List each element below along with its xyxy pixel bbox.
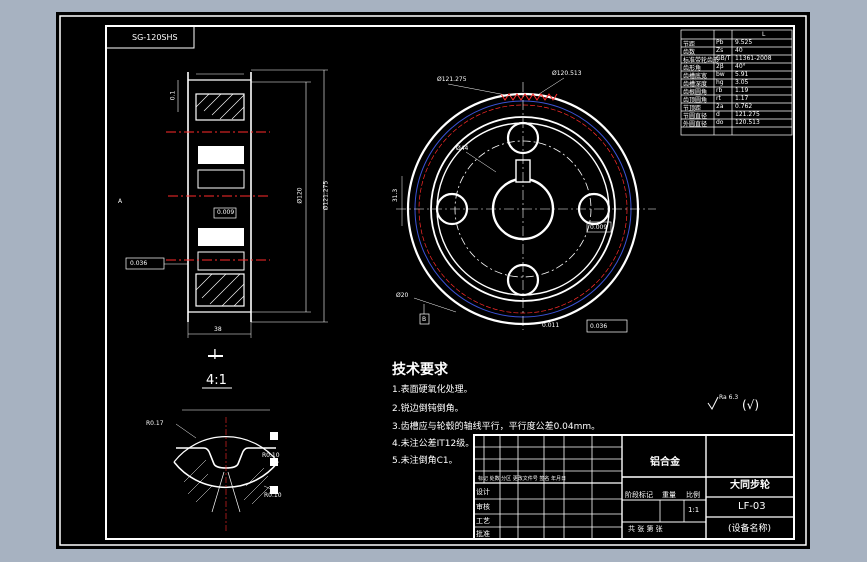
param-cell: 1.19 <box>735 87 749 94</box>
param-cell: 齿槽底宽 <box>683 73 708 80</box>
param-header: L <box>762 31 766 38</box>
datum-b-box: B <box>422 316 427 323</box>
sheets-label: 共 张 第 张 <box>628 525 663 533</box>
title-block-grid <box>473 434 795 540</box>
tech-requirement-item: 2.锐边倒钝倒角。 <box>392 404 464 414</box>
title-row-review: 审核 <box>476 503 490 511</box>
title-row-approve: 批准 <box>476 530 490 538</box>
drawing-number-box: SG-120SHS <box>132 33 178 42</box>
section-scale: 4:1 <box>206 373 227 388</box>
dim-left-tolerance: 0.1 <box>169 90 177 101</box>
dim-runout: 0.011 <box>542 322 560 329</box>
param-cell: 节顶距 <box>683 105 702 112</box>
front-view <box>396 77 656 333</box>
param-cell: rt <box>716 95 721 102</box>
param-cell: hg <box>716 79 724 86</box>
dim-center-dia: Ø44 <box>456 145 469 152</box>
param-cell: 齿形角 <box>683 65 702 72</box>
parameter-table-grid <box>680 29 793 136</box>
runout-box-left: 0.036 <box>130 260 148 267</box>
param-cell: 5.91 <box>735 71 749 78</box>
surface-finish-note: (√) <box>742 398 760 412</box>
tech-requirement-item: 1.表面硬氧化处理。 <box>392 385 473 395</box>
param-cell: 121.275 <box>735 111 760 118</box>
tech-requirements-title: 技术要求 <box>392 362 448 378</box>
param-cell: 齿槽深度 <box>683 81 708 88</box>
part-name: 大同步轮 <box>730 480 770 491</box>
param-cell: 标准带轮齿形 <box>683 57 720 64</box>
param-cell: 1.17 <box>735 95 749 102</box>
surface-finish-value: Ra 6.3 <box>719 394 739 401</box>
scale-label: 比例 <box>686 491 700 499</box>
dim-height: Ø120 <box>296 187 304 204</box>
param-cell: bw <box>716 71 725 78</box>
weight-label: 重量 <box>662 491 676 499</box>
dim-outer-dia: Ø121.275 <box>437 76 467 83</box>
scale-value: 1:1 <box>688 506 700 514</box>
param-cell: 40° <box>735 63 746 70</box>
dim-vertical: 31.3 <box>392 188 400 203</box>
dim-pitch-dia: Ø120.513 <box>552 70 582 77</box>
dim-outer-height: Ø121.275 <box>322 180 330 211</box>
param-cell: 齿数 <box>683 49 696 56</box>
material: 铝合金 <box>650 457 680 468</box>
param-cell: 2β <box>716 63 724 70</box>
dim-small-tol: 0.009 <box>590 224 608 231</box>
flatness-box: 0.009 <box>217 209 235 216</box>
title-row-process: 工艺 <box>476 517 490 525</box>
param-cell: Pb <box>716 39 724 46</box>
stage-label: 阶段标记 <box>625 491 653 499</box>
dim-tooth-bottom: R0.10 <box>264 492 282 499</box>
param-cell: 0.762 <box>735 103 753 110</box>
param-cell: Zs <box>716 47 724 54</box>
drawing-no: LF-03 <box>738 501 766 512</box>
drawing-sheet: SG-120SHS 0.1 Ø120 Ø121.275 38 0.009 0.0… <box>56 12 810 549</box>
dim-tooth-tip: R0.17 <box>146 420 164 427</box>
section-label: I <box>213 348 217 363</box>
param-cell: 9.525 <box>735 39 753 46</box>
param-cell: GB/T <box>716 55 731 62</box>
technical-drawing <box>59 15 807 546</box>
param-cell: d <box>716 111 720 118</box>
param-cell: 40 <box>735 47 743 54</box>
datum-a-label: A <box>118 198 123 205</box>
dim-width: 38 <box>214 326 222 333</box>
param-cell: 节距 <box>683 41 696 48</box>
param-cell: 外圆直径 <box>683 121 708 128</box>
runout-box-right: 0.036 <box>590 323 608 330</box>
tech-requirement-item: 3.齿槽应与轮毂的轴线平行，平行度公差0.04mm。 <box>392 422 601 432</box>
tech-requirement-item: 5.未注倒角C1。 <box>392 456 458 466</box>
param-cell: 120.513 <box>735 119 760 126</box>
param-cell: rb <box>716 87 723 94</box>
param-cell: 11361-2008 <box>735 55 772 62</box>
mark-row: 标记 处数 分区 更改文件号 签名 年月日 <box>478 476 566 482</box>
dim-datum-dia: Ø20 <box>396 292 409 299</box>
param-cell: do <box>716 119 724 126</box>
tech-requirement-item: 4.未注公差IT12级。 <box>392 439 475 449</box>
title-row-design: 设计 <box>476 488 490 496</box>
section-detail <box>173 355 279 532</box>
side-view <box>125 69 328 338</box>
param-cell: 节圆直径 <box>683 113 708 120</box>
param-cell: 齿顶圆角 <box>683 97 708 104</box>
dim-tooth-height: R0.10 <box>262 452 280 459</box>
param-cell: 3.05 <box>735 79 749 86</box>
company: (设备名称) <box>728 524 772 534</box>
param-cell: 2a <box>716 103 724 110</box>
param-cell: 齿根圆角 <box>683 89 708 96</box>
